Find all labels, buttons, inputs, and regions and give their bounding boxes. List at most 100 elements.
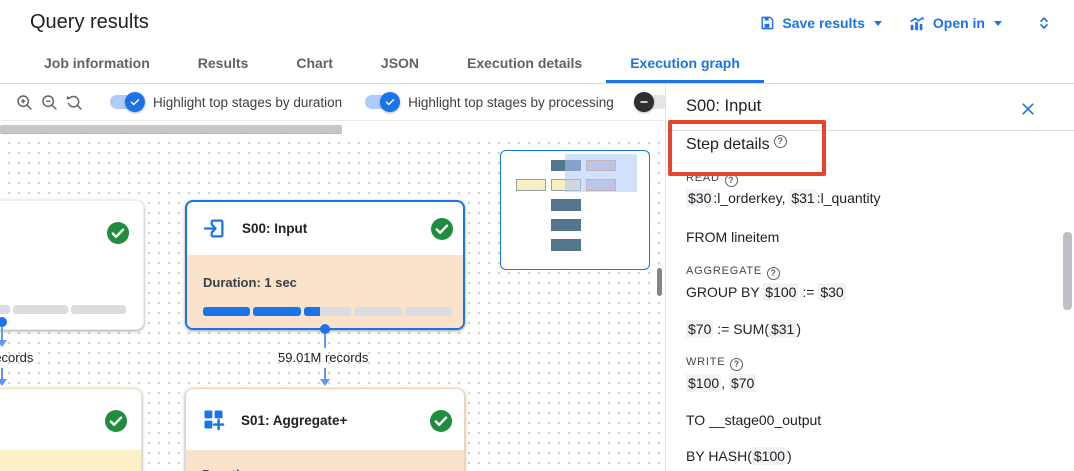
aggregate-label: AGGREGATE? bbox=[686, 265, 781, 280]
stage-title: S01: Aggregate+ bbox=[241, 413, 348, 428]
write-label-text: WRITE bbox=[686, 356, 726, 368]
write-line: $100, $70 bbox=[686, 374, 757, 392]
tab-label: Results bbox=[197, 55, 249, 71]
stage-card-s00[interactable]: S00: Input Duration: 1 sec bbox=[185, 200, 465, 330]
progress-segment-fill bbox=[253, 307, 301, 316]
progress-segment-fill bbox=[303, 307, 321, 316]
analytics-icon bbox=[908, 14, 926, 32]
step-details-panel: S00: Input Step details? READ? $30:l_ord… bbox=[666, 84, 1074, 471]
stage-card-s01[interactable]: S01: Aggregate+ Duration: bbox=[185, 388, 465, 471]
check-circle-icon bbox=[106, 221, 130, 245]
variable-chip: $100 bbox=[763, 283, 799, 301]
open-in-label: Open in bbox=[932, 15, 985, 31]
chevron-down-icon bbox=[873, 20, 882, 26]
by-hash-line: BY HASH($100) bbox=[686, 447, 792, 465]
edge-arrowhead bbox=[0, 379, 7, 386]
help-icon[interactable]: ? bbox=[773, 134, 787, 148]
help-icon[interactable]: ? bbox=[730, 357, 744, 371]
third-toggle-off[interactable] bbox=[633, 92, 672, 112]
zoom-reset-icon[interactable] bbox=[65, 89, 84, 115]
page-title: Query results bbox=[30, 11, 149, 33]
minimap-stage bbox=[551, 199, 581, 211]
from-line: FROM lineitem bbox=[686, 229, 780, 245]
stage-progress-bar bbox=[0, 305, 126, 314]
tab-results[interactable]: Results bbox=[174, 46, 273, 83]
chevron-down-icon bbox=[994, 20, 1002, 26]
read-line-text: :l_quantity bbox=[816, 190, 881, 206]
edge-line bbox=[1, 327, 3, 340]
s00-progress-bar bbox=[203, 307, 453, 316]
panel-divider-line bbox=[666, 130, 1074, 131]
highlight-processing-toggle[interactable] bbox=[362, 92, 401, 112]
toggle-thumb bbox=[633, 92, 654, 112]
stage-card-partial-bottom[interactable] bbox=[0, 388, 142, 471]
tab-chart[interactable]: Chart bbox=[272, 46, 357, 83]
section-title: Step details? bbox=[686, 134, 787, 155]
edge-dot bbox=[320, 324, 330, 334]
write-line-text: , bbox=[721, 375, 729, 391]
duration-label: Duration: bbox=[202, 467, 260, 471]
edge-records-label-left: records bbox=[0, 350, 34, 365]
stage-card-header: S00: Input bbox=[187, 202, 463, 255]
minimap-viewport[interactable] bbox=[565, 154, 637, 192]
highlight-duration-toggle[interactable] bbox=[107, 92, 145, 112]
help-icon[interactable]: ? bbox=[767, 266, 781, 280]
tab-job-information[interactable]: Job information bbox=[20, 46, 174, 83]
tab-label: JSON bbox=[380, 55, 420, 71]
progress-segment bbox=[0, 305, 10, 314]
graph-vertical-scrollbar[interactable] bbox=[657, 268, 662, 296]
save-icon bbox=[759, 15, 775, 31]
toggle-thumb bbox=[125, 92, 145, 112]
tab-execution-graph[interactable]: Execution graph bbox=[606, 46, 764, 83]
stage-card-partial-top[interactable] bbox=[0, 200, 144, 330]
zoom-out-icon[interactable] bbox=[40, 89, 59, 115]
variable-chip: $100 bbox=[751, 447, 788, 465]
stage-duration-section: Duration: bbox=[186, 450, 464, 471]
sum-line: $70 := SUM($31) bbox=[686, 320, 801, 338]
stage-card-header: S01: Aggregate+ bbox=[186, 389, 464, 450]
sum-line-text: := SUM( bbox=[713, 321, 769, 337]
progress-segment bbox=[13, 305, 68, 314]
save-results-button[interactable]: Save results bbox=[759, 15, 882, 31]
panel-vertical-scrollbar[interactable] bbox=[1063, 232, 1072, 310]
tab-bar: Job information Results Chart JSON Execu… bbox=[0, 46, 1074, 84]
read-line-text: :l_orderkey, bbox=[713, 190, 790, 206]
read-line: $30:l_orderkey, $31:l_quantity bbox=[686, 189, 881, 207]
edge-line bbox=[324, 334, 326, 348]
group-line-text: := bbox=[798, 284, 819, 300]
progress-segment bbox=[203, 307, 251, 316]
minimap[interactable] bbox=[500, 150, 650, 270]
unfold-icon[interactable] bbox=[1031, 10, 1057, 36]
progress-segment bbox=[404, 307, 453, 316]
tab-json[interactable]: JSON bbox=[357, 46, 443, 83]
annotation-red-box bbox=[668, 120, 826, 176]
horizontal-scrollbar[interactable] bbox=[0, 125, 342, 134]
edge-dot bbox=[0, 317, 7, 327]
section-title-text: Step details bbox=[686, 136, 770, 153]
tab-execution-details[interactable]: Execution details bbox=[443, 46, 606, 83]
variable-chip: $70 bbox=[728, 374, 757, 392]
variable-chip: $31 bbox=[768, 320, 797, 338]
variable-chip: $31 bbox=[789, 189, 817, 207]
close-icon[interactable] bbox=[1020, 101, 1040, 121]
zoom-in-icon[interactable] bbox=[15, 89, 34, 115]
panel-divider bbox=[665, 84, 666, 471]
progress-segment bbox=[253, 307, 301, 316]
open-in-button[interactable]: Open in bbox=[908, 14, 1002, 32]
by-line-text: BY HASH( bbox=[686, 448, 752, 464]
tab-label: Chart bbox=[296, 55, 333, 71]
stage-duration-section bbox=[0, 450, 141, 471]
panel-title: S00: Input bbox=[686, 97, 762, 115]
highlight-processing-label: Highlight top stages by processing bbox=[408, 94, 614, 110]
graph-toolbar: Highlight top stages by duration Highlig… bbox=[0, 84, 669, 121]
edge-line bbox=[324, 368, 326, 379]
toggle-thumb bbox=[380, 92, 401, 112]
minimap-stage bbox=[551, 239, 581, 251]
variable-chip: $30 bbox=[818, 283, 846, 301]
write-label: WRITE? bbox=[686, 356, 744, 371]
group-line-text: GROUP BY bbox=[686, 284, 764, 300]
tab-label: Job information bbox=[44, 55, 150, 71]
check-circle-icon bbox=[429, 409, 453, 433]
duration-label: Duration: 1 sec bbox=[203, 275, 297, 290]
